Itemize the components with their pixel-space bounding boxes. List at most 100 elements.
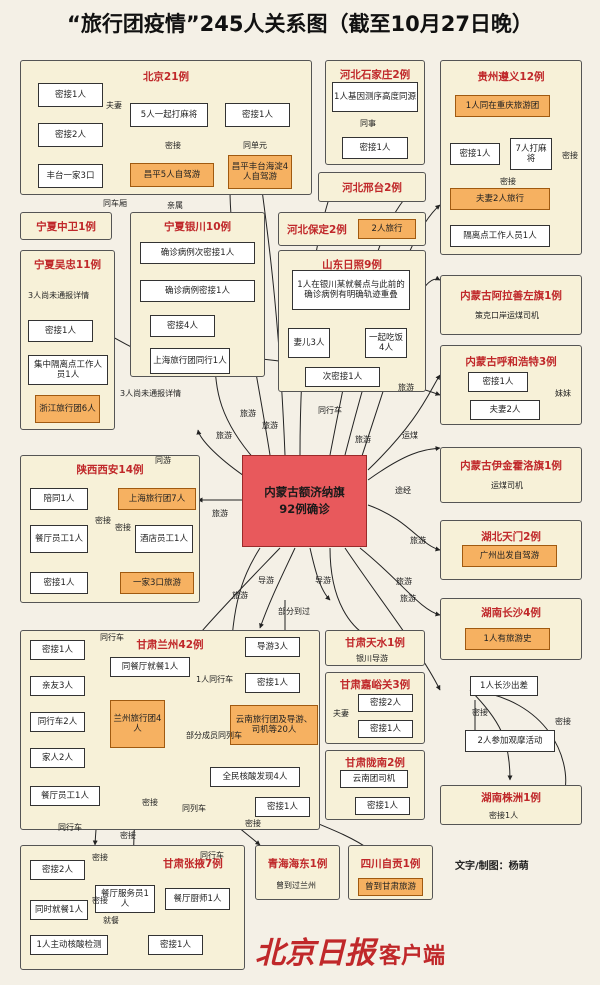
group-title-gansu-zhangye: 甘肃张掖7例 [163, 858, 223, 870]
node-zy-meal: 同时就餐1人 [30, 900, 88, 920]
node-sd-a: 1人在银川某就餐点与此前的确诊病例有明确轨迹重叠 [292, 270, 410, 310]
node-bj-fengtai: 丰台一家3口 [38, 164, 103, 188]
node-zy-self: 1人主动核酸检测 [30, 935, 108, 955]
logo-beijing-daily: 北京日报客户端 [255, 928, 445, 972]
node-lz-mj2: 密接1人 [255, 797, 310, 817]
node-gz-chongqing: 1人同在重庆旅游团 [455, 95, 550, 117]
group-title-guizhou: 贵州遵义12例 [477, 71, 545, 83]
node-yqhl: 运煤司机 [491, 481, 523, 490]
group-ningxia-zhongwei: 宁夏中卫1例 [20, 212, 112, 240]
node-zz-mj: 密接1人 [489, 811, 519, 820]
node-zy-mj2: 密接2人 [30, 860, 85, 880]
edge-label-tongxingche4: 同行车 [200, 851, 224, 860]
edge-label-tongshi: 同事 [360, 119, 376, 128]
node-sd-d: 次密接1人 [305, 367, 380, 387]
group-title-shandong: 山东日照9例 [322, 259, 382, 271]
group-qinghai: 青海海东1例 曾到过兰州 [255, 845, 340, 900]
edge-label-lvyou9: 旅游 [400, 594, 416, 603]
edge-label-mijie4: 密接 [95, 516, 111, 525]
node-xa-sh: 上海旅行团7人 [118, 488, 196, 510]
group-neimeng-yijinhuoluo: 内蒙古伊金霍洛旗1例 运煤司机 [440, 447, 582, 503]
page-title: “旅行团疫情”245人关系图（截至10月27日晚） [67, 12, 533, 36]
group-title-hebei-baoding: 河北保定2例 [287, 224, 347, 236]
node-bj-majiang: 5人一起打麻将 [130, 103, 208, 127]
node-lz-rest: 同餐厅就餐1人 [110, 657, 190, 677]
node-yc-c: 密接4人 [150, 315, 215, 337]
edge-label-fuqi: 夫妻 [106, 101, 122, 110]
edge-label-mijie3: 密接 [562, 151, 578, 160]
node-zy-mj1: 密接1人 [148, 935, 203, 955]
edge-label-mijie10: 密接 [92, 853, 108, 862]
node-lz-tour: 兰州旅行团4人 [110, 700, 165, 748]
node-wz-zhejiang: 浙江旅行团6人 [35, 395, 100, 423]
edge-label-mijie2: 密接 [500, 177, 516, 186]
node-sc-a: 曾到甘肃旅游 [358, 878, 423, 896]
edge-label-mijie5: 密接 [115, 523, 131, 532]
edge-label-daoyou1: 导游 [258, 576, 274, 585]
node-sjz-1: 1人基因测序高度同源 [332, 82, 418, 112]
node-sd-c: 一起吃饭4人 [365, 328, 407, 358]
group-neimeng-alashan: 内蒙古阿拉善左旗1例 策克口岸运煤司机 [440, 275, 582, 335]
center-line2: 92例确诊 [279, 502, 330, 516]
node-lz-car: 同行车2人 [30, 712, 85, 732]
node-zy-chef: 餐厅厨师1人 [165, 888, 230, 910]
group-title-ningxia-zhongwei: 宁夏中卫1例 [36, 221, 96, 233]
group-title-neimeng-alashan: 内蒙古阿拉善左旗1例 [460, 290, 562, 302]
group-hunan-zhuzhou: 湖南株洲1例 密接1人 [440, 785, 582, 825]
node-wz-mj1: 密接1人 [28, 320, 93, 342]
edge-label-lvyou1: 旅游 [216, 431, 232, 440]
edge-label-lvyou2: 旅游 [240, 409, 256, 418]
group-title-hubei: 湖北天门2例 [481, 531, 541, 543]
edge-label-qinshu: 亲属 [167, 201, 183, 210]
node-xa-rest: 餐厅员工1人 [30, 525, 88, 553]
node-cs-out: 1人长沙出差 [470, 676, 538, 696]
group-title-ningxia-wuzhong: 宁夏吴忠11例 [33, 259, 102, 271]
center-node-ejina: 内蒙古额济纳旗 92例确诊 [242, 455, 367, 547]
node-wz-unreported: 3人尚未通报详情 [28, 291, 90, 300]
edge-label-tongxingche1: 同行车 [318, 406, 342, 415]
node-bj-mj1: 密接1人 [38, 83, 103, 107]
logo-sub: 客户端 [379, 943, 446, 969]
edge-label-mijie6: 密接 [472, 708, 488, 717]
node-xa-mj: 密接1人 [30, 572, 88, 594]
node-lz-mj: 密接1人 [245, 673, 300, 693]
edge-label-lvyou8: 旅游 [396, 577, 412, 586]
group-title-neimeng-huhehaote: 内蒙古呼和浩特3例 [465, 356, 557, 368]
node-qh-a: 曾到过兰州 [276, 881, 316, 890]
node-jy-a: 密接2人 [358, 694, 413, 712]
node-bj-mj2: 密接2人 [38, 123, 103, 147]
edge-label-mijie12: 密接 [245, 819, 261, 828]
group-title-gansu-tianshui: 甘肃天水1例 [345, 637, 405, 649]
node-alashan: 策克口岸运煤司机 [475, 311, 539, 320]
edge-label-fuqi2: 夫妻 [333, 709, 349, 718]
node-hh-a: 密接1人 [468, 372, 528, 392]
node-yc-a: 确诊病例次密接1人 [140, 242, 255, 264]
edge-label-mijie11: 密接 [92, 896, 108, 905]
edge-label-tongxingche2: 同行车 [100, 633, 124, 642]
node-quanmin: 全民核酸发现4人 [210, 767, 300, 787]
logo-main: 北京日报 [255, 936, 375, 971]
group-title-qinghai: 青海海东1例 [267, 858, 328, 870]
node-zy-rest: 餐厅服务员1人 [95, 885, 155, 913]
group-title-shaanxi: 陕西西安14例 [76, 464, 144, 476]
node-gz-majiang: 7人打麻将 [510, 138, 552, 170]
node-xa-family: 一家3口旅游 [120, 572, 194, 594]
node-bj-fengtai4: 昌平丰台海淀4人自驾游 [228, 155, 292, 189]
group-title-gansu-lanzhou: 甘肃兰州42例 [136, 639, 204, 651]
edge-label-mijie8: 密接 [142, 798, 158, 807]
edge-label-tongcheci: 同车厢 [103, 199, 127, 208]
node-hh-b: 夫妻2人 [470, 400, 540, 420]
edge-label-jiucan: 就餐 [103, 916, 119, 925]
edge-label-meimei: 妹妹 [555, 389, 571, 398]
edge-label-daoyou2: 导游 [315, 576, 331, 585]
node-xa-hotel: 酒店员工1人 [135, 525, 193, 553]
edge-label-mijie: 密接 [165, 141, 181, 150]
edge-label-tonglieche: 同列车 [182, 804, 206, 813]
group-title-sichuan: 四川自贡1例 [360, 858, 421, 870]
edge-label-lvyou5: 旅游 [398, 383, 414, 392]
node-lz-home: 家人2人 [30, 748, 85, 768]
edge-label-lvyou4: 旅游 [355, 435, 371, 444]
group-title-hebei-xingtai: 河北邢台2例 [342, 182, 402, 194]
node-bj-changping: 昌平5人自驾游 [130, 163, 214, 187]
node-ts-guide: 银川导游 [356, 654, 388, 663]
